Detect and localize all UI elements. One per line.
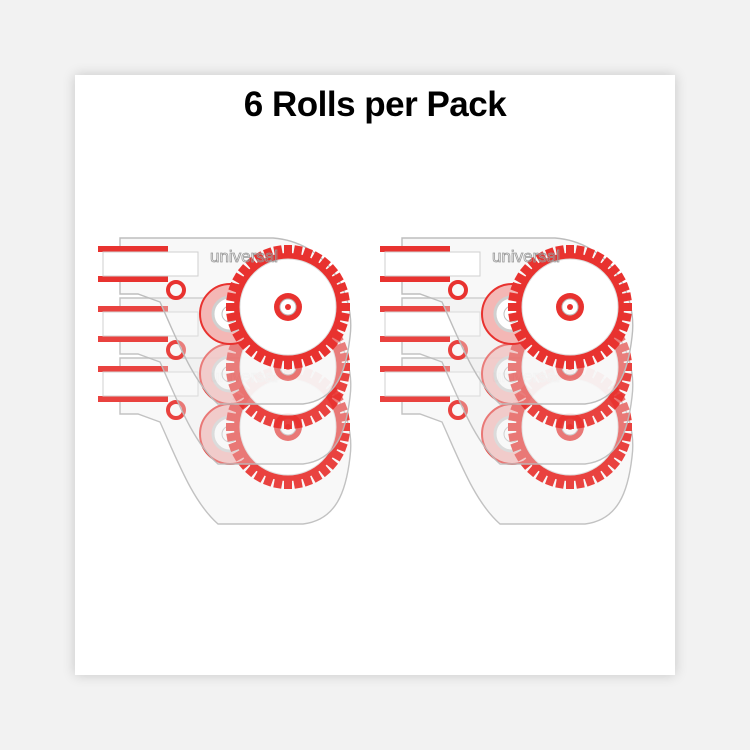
dispenser-group-left (98, 238, 351, 524)
page-title: 6 Rolls per Pack (243, 85, 507, 124)
dispenser-group-right (380, 238, 633, 524)
